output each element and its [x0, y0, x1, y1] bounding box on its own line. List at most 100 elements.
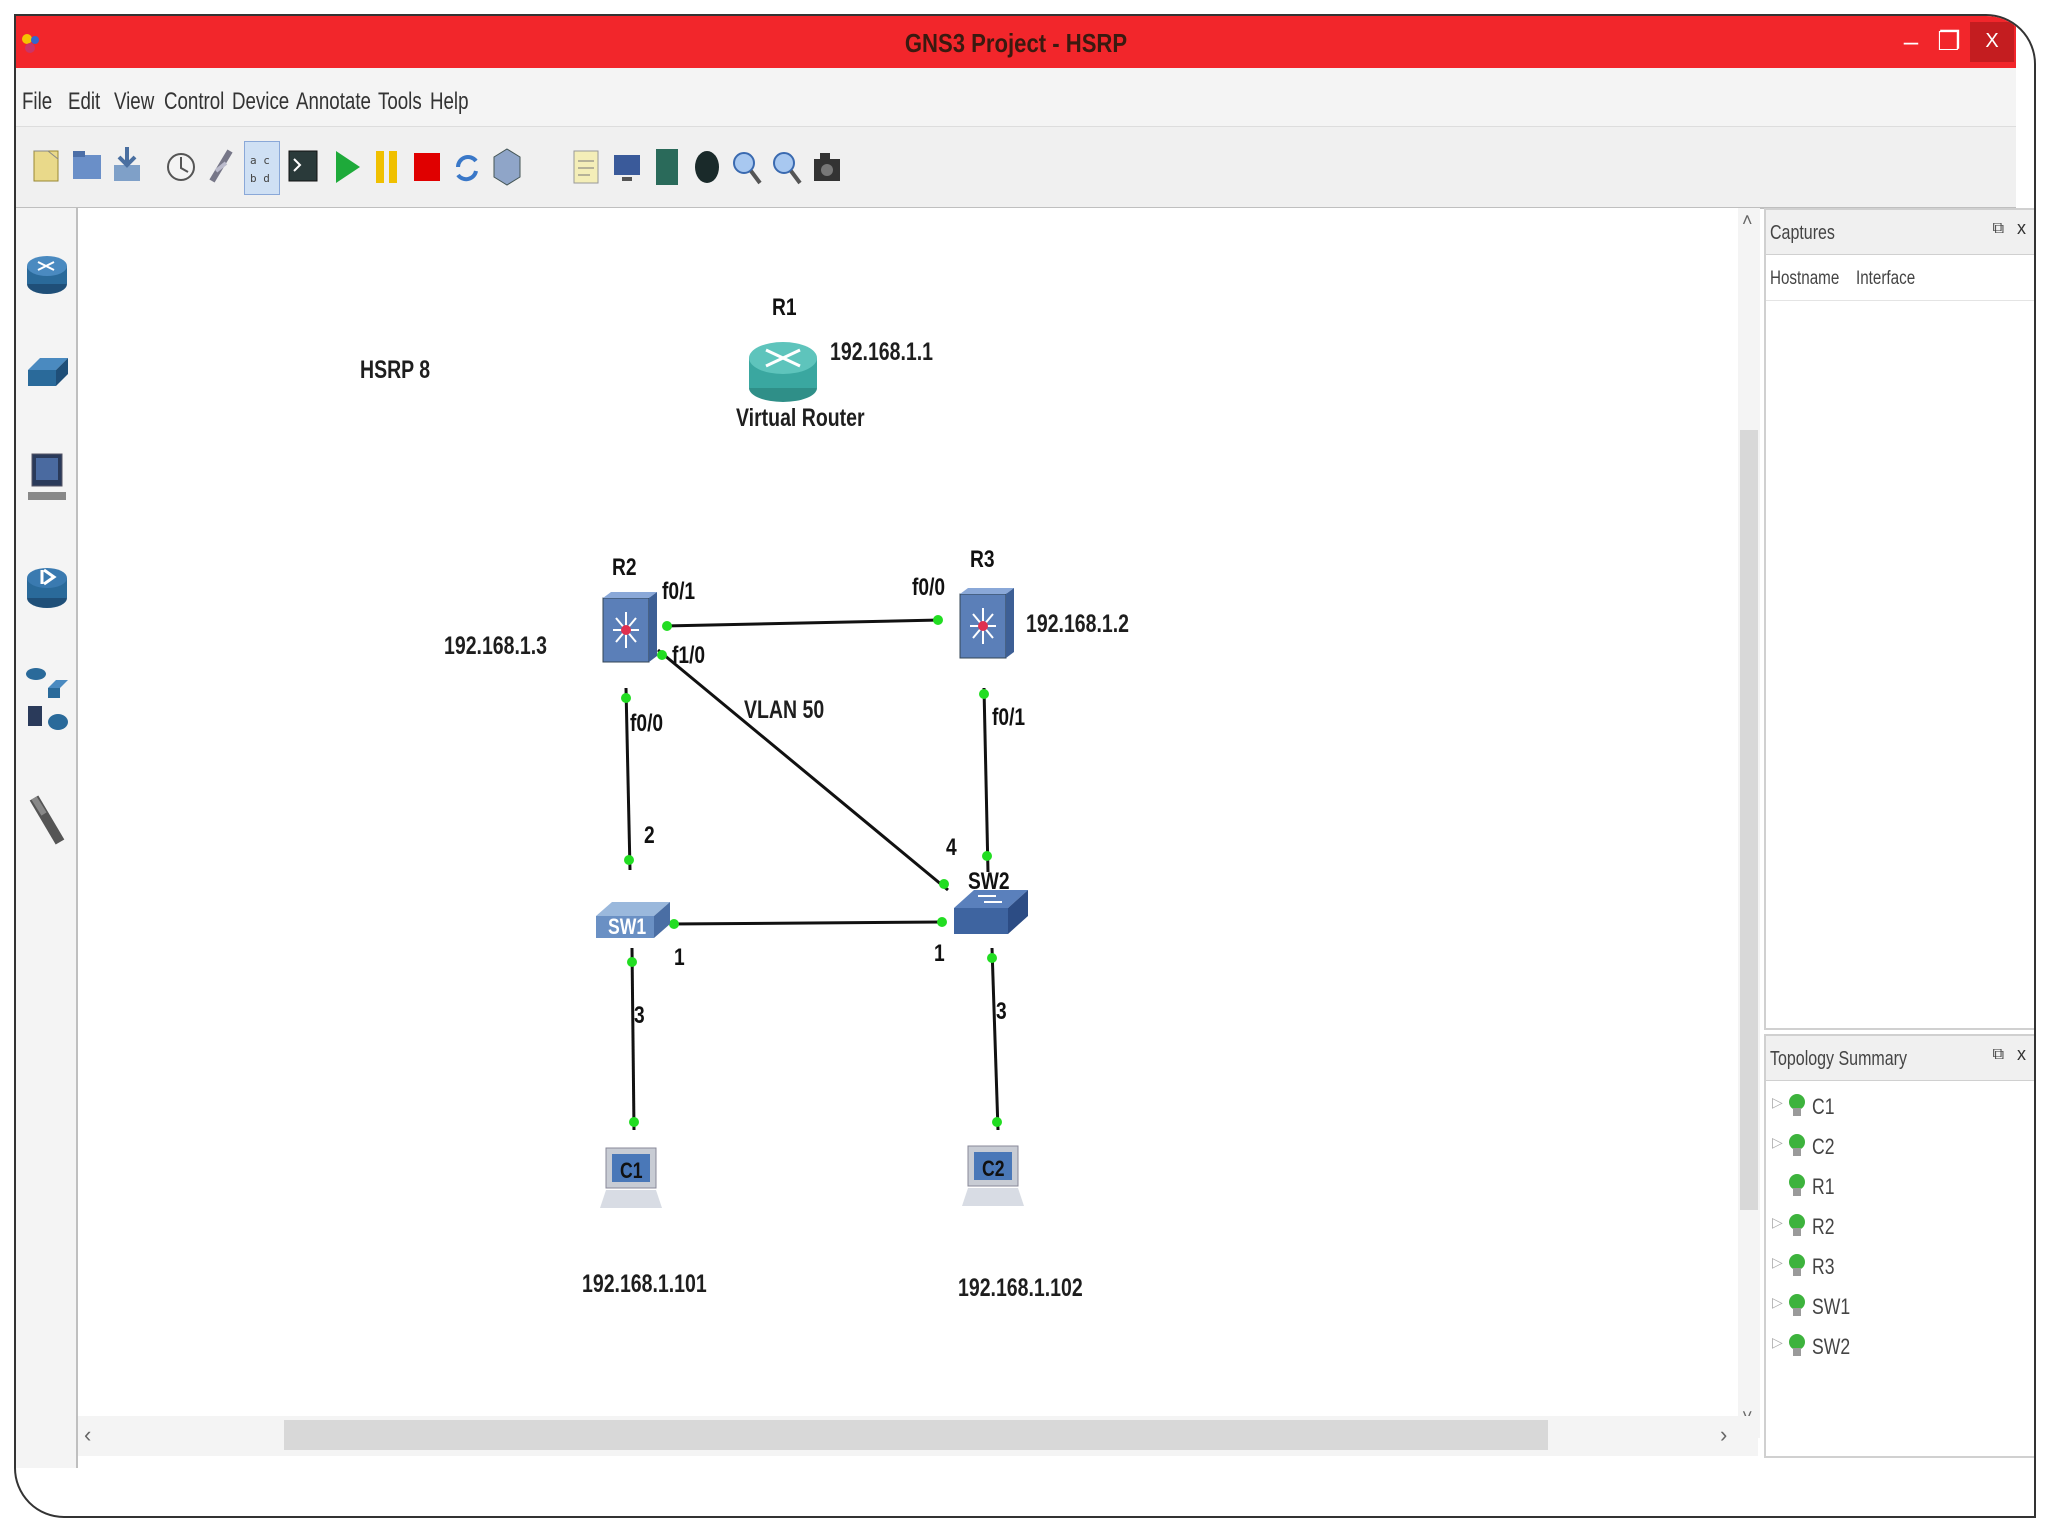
vertical-scroll-thumb[interactable] [1740, 430, 1758, 1210]
new-project-icon[interactable] [30, 141, 64, 193]
menu-help[interactable]: Help [430, 88, 469, 115]
link-icon[interactable] [204, 141, 238, 193]
c2-ip-label[interactable]: 192.168.1.102 [958, 1274, 1083, 1302]
r2-ip-label[interactable]: 192.168.1.3 [444, 632, 548, 660]
scroll-up-icon[interactable]: ˄ [1742, 210, 1753, 230]
snapshot-icon[interactable] [164, 141, 198, 193]
topology-node-label: R2 [1812, 1214, 1835, 1239]
expand-arrow-icon[interactable]: ▷ [1772, 1294, 1783, 1310]
topology-close-icon[interactable]: x [2017, 1044, 2026, 1064]
suspend-icon[interactable] [370, 141, 404, 193]
close-button[interactable]: X [1970, 22, 2014, 62]
menu-annotate[interactable]: Annotate [296, 88, 371, 115]
topology-node-row[interactable]: ▷ R2 [1766, 1210, 2026, 1244]
annotation-hsrp-group[interactable]: HSRP 8 [360, 356, 431, 384]
svg-text:a c: a c [250, 154, 270, 167]
scroll-right-icon[interactable]: › [1720, 1422, 1728, 1447]
add-link-icon[interactable] [24, 788, 70, 852]
topology-node-label: R1 [1812, 1174, 1835, 1199]
r1-caption-label[interactable]: Virtual Router [736, 404, 865, 432]
menu-edit[interactable]: Edit [68, 88, 101, 115]
sw2-switch-icon[interactable] [954, 890, 1028, 934]
vlan-label[interactable]: VLAN 50 [744, 696, 825, 724]
expand-arrow-icon[interactable]: ▷ [1772, 1214, 1783, 1230]
horizontal-scroll-thumb[interactable] [284, 1420, 1548, 1450]
menu-view[interactable]: View [114, 88, 155, 115]
link-r2-sw1[interactable] [624, 687, 632, 871]
topology-node-row[interactable]: ▷ R3 [1766, 1250, 2026, 1284]
link-r2-r3[interactable] [663, 618, 941, 628]
link-sw2-c2[interactable] [990, 947, 1000, 1131]
canvas-horizontal-scrollbar[interactable]: ‹ › [78, 1416, 1758, 1456]
show-interface-labels-icon[interactable]: a cb d [244, 141, 280, 195]
port-label-sw2-1: 1 [934, 940, 945, 967]
menu-tools[interactable]: Tools [378, 88, 422, 115]
c1-pc-icon[interactable] [600, 1147, 662, 1208]
add-note-icon[interactable] [570, 141, 604, 193]
topology-canvas[interactable]: HSRP 8 R1 192.168.1.1 Virtual Router R2 … [78, 208, 1738, 1438]
restore-button[interactable]: ❐ [1937, 26, 1961, 56]
r3-multilayer-switch-icon[interactable] [959, 588, 1014, 659]
captures-title-bar: Captures ⧉ x [1766, 210, 2034, 255]
expand-arrow-icon[interactable]: ▷ [1772, 1094, 1783, 1110]
switches-icon[interactable] [24, 340, 70, 404]
topology-node-row[interactable]: ▷ SW2 [1766, 1330, 2026, 1364]
open-project-icon[interactable] [70, 141, 104, 193]
canvas-vertical-scrollbar[interactable]: ˄ ˅ [1738, 208, 1760, 1438]
captures-close-icon[interactable]: x [2017, 218, 2026, 238]
rectangle-icon[interactable] [650, 141, 684, 193]
topology-node-label: C2 [1812, 1134, 1835, 1159]
topology-node-row[interactable]: R1 [1766, 1170, 2026, 1204]
port-label-sw2-3: 3 [996, 998, 1007, 1025]
captures-undock-icon[interactable]: ⧉ [1992, 220, 2004, 237]
all-devices-icon[interactable] [24, 660, 70, 744]
status-green-icon [1789, 1174, 1805, 1196]
topology-summary-title-bar: Topology Summary ⧉ x [1766, 1036, 2034, 1081]
routers-icon[interactable] [24, 244, 70, 308]
camera-icon[interactable] [810, 141, 844, 193]
r3-ip-label[interactable]: 192.168.1.2 [1026, 610, 1130, 638]
stop-icon[interactable] [410, 141, 444, 193]
ellipse-icon[interactable] [690, 141, 724, 193]
topology-node-row[interactable]: ▷ SW1 [1766, 1290, 2026, 1324]
port-label-sw2-4: 4 [946, 834, 957, 861]
status-green-icon [1789, 1214, 1805, 1236]
expand-arrow-icon[interactable]: ▷ [1772, 1254, 1783, 1270]
topology-node-label: SW2 [1812, 1334, 1851, 1359]
link-sw1-sw2[interactable] [669, 920, 943, 926]
scroll-left-icon[interactable]: ‹ [84, 1422, 92, 1447]
topology-node-row[interactable]: ▷ C2 [1766, 1130, 2026, 1164]
link-r2-sw2[interactable] [657, 648, 949, 892]
topology-undock-icon[interactable]: ⧉ [1992, 1046, 2004, 1063]
start-icon[interactable] [330, 141, 364, 193]
menu-control[interactable]: Control [164, 88, 225, 115]
port-label-sw1-3: 3 [634, 1002, 645, 1029]
end-devices-icon[interactable] [24, 448, 70, 512]
topology-node-row[interactable]: ▷ C1 [1766, 1090, 2026, 1124]
sw1-switch-icon[interactable] [596, 902, 670, 938]
screenshot-icon[interactable] [610, 141, 644, 193]
link-sw1-c1[interactable] [630, 947, 636, 1131]
link-r3-sw2[interactable] [982, 687, 990, 873]
minimize-button[interactable]: – [1903, 26, 1919, 56]
security-devices-icon[interactable] [24, 554, 70, 618]
menu-file[interactable]: File [22, 88, 53, 115]
expand-arrow-icon[interactable]: ▷ [1772, 1334, 1783, 1350]
c2-pc-icon[interactable] [962, 1145, 1024, 1206]
r1-ip-label[interactable]: 192.168.1.1 [830, 338, 934, 366]
c1-ip-label[interactable]: 192.168.1.101 [582, 1270, 707, 1298]
console-icon[interactable] [286, 141, 320, 193]
zoom-out-icon[interactable] [770, 141, 804, 193]
gns3-app-icon [22, 34, 39, 53]
expand-arrow-icon[interactable]: ▷ [1772, 1134, 1783, 1150]
captures-col-hostname[interactable]: Hostname [1770, 268, 1840, 289]
menu-device[interactable]: Device [232, 88, 290, 115]
r2-multilayer-switch-icon[interactable] [602, 592, 657, 663]
r1-router-icon[interactable] [749, 342, 817, 402]
save-project-icon[interactable] [110, 141, 144, 193]
virtualbox-icon[interactable] [490, 141, 524, 193]
captures-col-interface[interactable]: Interface [1856, 268, 1916, 289]
zoom-in-icon[interactable] [730, 141, 764, 193]
reload-icon[interactable] [450, 141, 484, 193]
